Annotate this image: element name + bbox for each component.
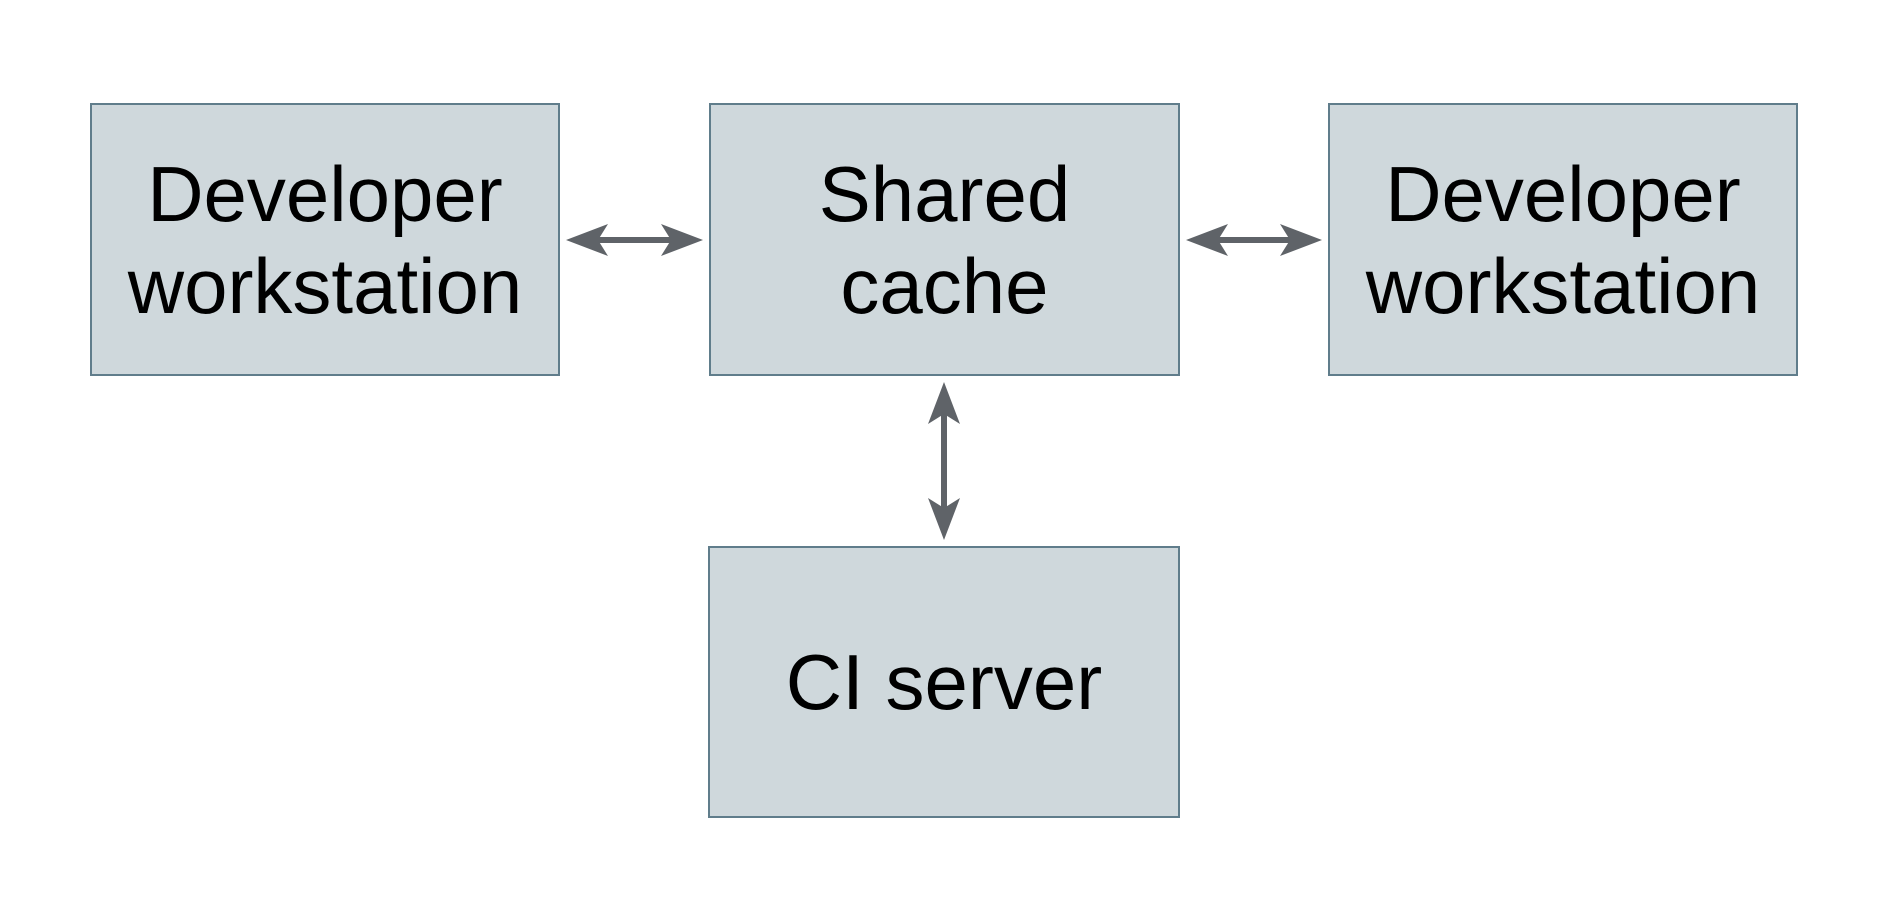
node-shared-cache: Shared cache: [709, 103, 1180, 376]
node-ci-server: CI server: [708, 546, 1180, 818]
node-label-line: Developer: [1385, 149, 1741, 238]
arrowhead-right-icon: [661, 224, 703, 256]
arrowhead-left-icon: [1186, 224, 1228, 256]
node-label-line: Developer: [147, 149, 503, 238]
node-label-line: workstation: [127, 241, 523, 330]
double-arrow-dev-left-shared-cache: [566, 224, 703, 256]
arrowhead-up-icon: [928, 382, 960, 424]
node-label-line: cache: [840, 241, 1049, 330]
double-arrow-shared-cache-ci-server: [928, 382, 960, 540]
arrowhead-right-icon: [1280, 224, 1322, 256]
node-label-line: workstation: [1365, 241, 1761, 330]
node-label-line: CI server: [785, 638, 1103, 726]
node-label-line: Shared: [818, 149, 1071, 238]
double-arrow-shared-cache-dev-right: [1186, 224, 1322, 256]
arrowhead-down-icon: [928, 498, 960, 540]
node-developer-workstation-left: Developer workstation: [90, 103, 560, 376]
node-developer-workstation-right: Developer workstation: [1328, 103, 1798, 376]
arrowhead-left-icon: [566, 224, 608, 256]
